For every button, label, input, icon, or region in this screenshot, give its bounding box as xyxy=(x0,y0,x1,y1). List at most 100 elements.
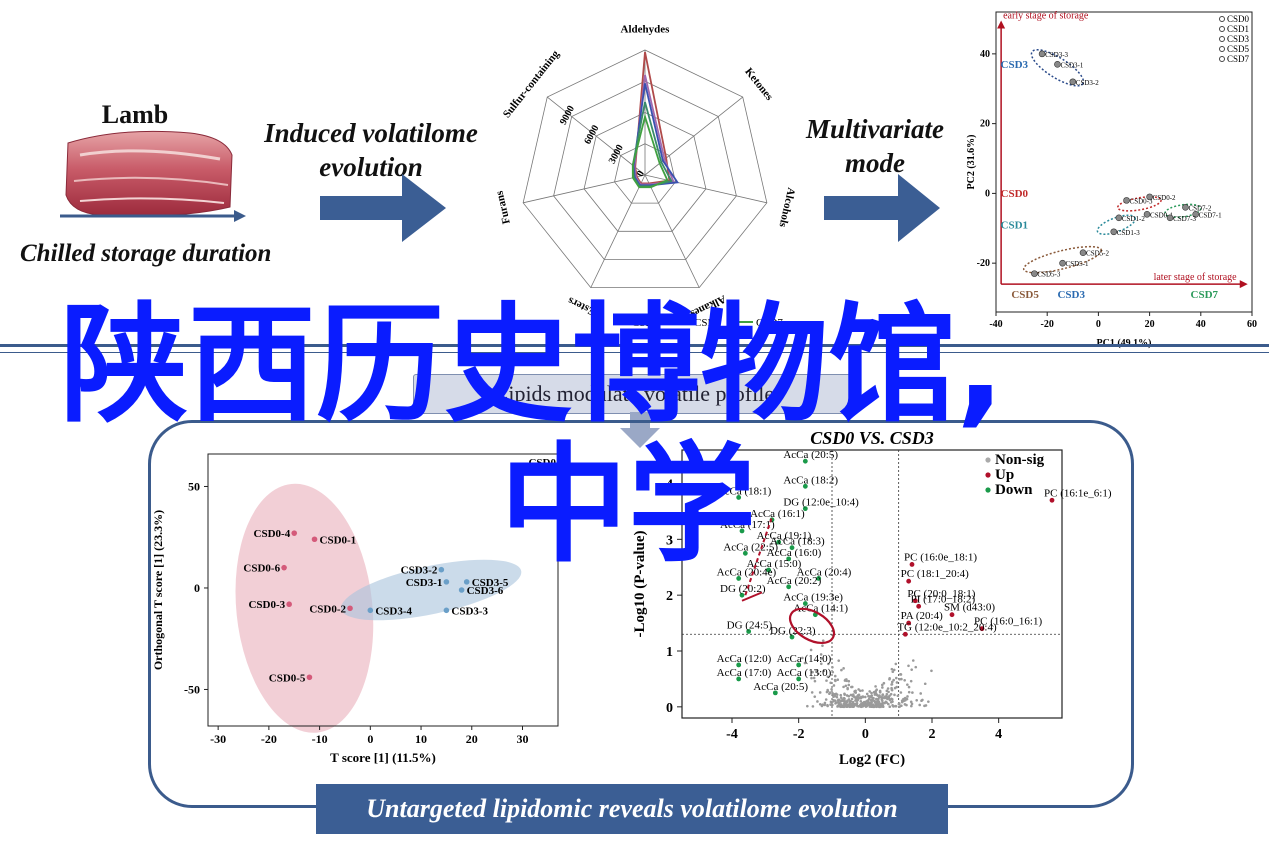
pca-legend-marker xyxy=(1219,36,1225,42)
volcano-down-label: AcCa (12:0) xyxy=(717,653,772,665)
volcano-nonsig-point xyxy=(867,694,870,698)
volcano-nonsig-point xyxy=(821,639,825,642)
volcano-nonsig-point xyxy=(842,685,845,689)
volcano-nonsig-point xyxy=(892,668,896,672)
volcano-nonsig-point xyxy=(803,661,807,665)
radar-legend-label: CSD3 xyxy=(694,317,721,329)
volcano-nonsig-point xyxy=(825,690,829,694)
pca-point-label: CSD3-1 xyxy=(1060,61,1083,69)
volcano-nonsig-point xyxy=(895,681,899,684)
volcano-up-label: SM (d43:0) xyxy=(944,602,995,614)
volcano-nonsig-point xyxy=(819,657,823,660)
volcano-down-label: AcCa (19:1) xyxy=(757,530,812,542)
volcano-down-label: AcCa (14:1) xyxy=(793,603,848,615)
volcano-nonsig-point xyxy=(847,704,850,708)
radar-chart: AldehydesKetonesAlcoholsAlkanesEstersFur… xyxy=(493,24,797,329)
pca-legend-label: CSD5 xyxy=(1227,44,1250,54)
pca-point-label: CSD5-3 xyxy=(1037,271,1060,279)
volcano-nonsig-point xyxy=(846,686,849,690)
pca-x-tick-label: -40 xyxy=(989,319,1002,330)
volcano-nonsig-point xyxy=(849,699,852,703)
volcano-nonsig-point xyxy=(923,682,927,686)
volcano-nonsig-point xyxy=(818,703,822,706)
volcano-nonsig-point xyxy=(826,688,829,692)
pca-point xyxy=(1166,214,1174,222)
opls-y-tick-label: 50 xyxy=(188,479,200,493)
radar-axis-label: Ketones xyxy=(742,66,775,104)
volcano-up-point xyxy=(949,612,955,618)
volcano-nonsig-point xyxy=(896,694,900,698)
volcano-nonsig-point xyxy=(875,688,878,692)
radar-axis-line xyxy=(644,174,767,204)
volcano-nonsig-point xyxy=(904,699,907,702)
volcano-nonsig-point xyxy=(819,662,823,666)
pca-point-label: CSD0-1 xyxy=(1150,211,1173,219)
volcano-nonsig-point xyxy=(894,662,898,666)
pca-ellipse-csd1 xyxy=(1096,214,1137,236)
volcano-nonsig-point xyxy=(812,676,816,680)
pca-arrow-head xyxy=(1239,280,1248,289)
pca-y-tick-label: -20 xyxy=(977,258,990,269)
volcano-nonsig-point xyxy=(829,700,833,704)
volcano-legend-label: Up xyxy=(995,467,1014,483)
volcano-up-point xyxy=(912,598,918,604)
volcano-highlight-line xyxy=(741,591,763,602)
volcano-nonsig-point xyxy=(885,694,888,698)
pca-x-tick-label: 20 xyxy=(1145,319,1155,330)
opls-point xyxy=(291,530,298,536)
volcano-up-point xyxy=(1049,497,1055,503)
opls-ellipse-csd0 xyxy=(235,483,374,733)
volcano-nonsig-point xyxy=(836,705,839,708)
volcano-nonsig-point xyxy=(845,679,848,683)
volcano-nonsig-point xyxy=(873,693,877,696)
pca-point-label: CSD5-1 xyxy=(1066,260,1089,268)
step-multivariate-mode: Multivariate mode xyxy=(790,112,960,180)
volcano-nonsig-point xyxy=(857,693,861,697)
pca-ellipse-csd3 xyxy=(1030,49,1085,87)
radar-axis-label: Sulfur-containing xyxy=(501,48,562,121)
opls-point xyxy=(286,601,292,608)
volcano-down-label: AcCa (19:3e) xyxy=(783,592,843,604)
volcano-nonsig-point xyxy=(813,679,817,683)
pca-point-label: CSD7-1 xyxy=(1199,211,1222,219)
opls-point xyxy=(347,605,353,612)
opls-point-label: CSD0-3 xyxy=(248,599,285,611)
volcano-nonsig-point xyxy=(915,698,918,702)
volcano-down-label: DG (12:0e_10:4) xyxy=(783,497,859,509)
opls-x-tick-label: -10 xyxy=(312,732,328,746)
volcano-nonsig-point xyxy=(833,694,836,698)
volcano-nonsig-point xyxy=(889,692,893,696)
pca-point xyxy=(1110,228,1118,236)
volcano-nonsig-point xyxy=(850,697,854,701)
volcano-nonsig-point xyxy=(842,705,846,709)
pca-group-label: CSD5 xyxy=(1011,289,1039,301)
volcano-down-point xyxy=(739,528,745,534)
volcano-nonsig-point xyxy=(886,697,889,701)
radar-grid-ring xyxy=(583,112,707,232)
opls-point-label: CSD3-5 xyxy=(472,577,509,589)
volcano-nonsig-point xyxy=(894,676,898,680)
volcano-down-label: AcCa (20:5) xyxy=(783,449,838,461)
volcano-nonsig-point xyxy=(839,693,843,697)
volcano-nonsig-point xyxy=(831,670,835,674)
volcano-nonsig-point xyxy=(881,686,884,689)
volcano-nonsig-point xyxy=(830,703,834,707)
pca-point xyxy=(1031,270,1038,277)
pca-annotation-later: later stage of storage xyxy=(1154,272,1238,283)
volcano-down-label: AcCa (20:4e) xyxy=(717,566,777,578)
volcano-nonsig-point xyxy=(888,694,891,698)
volcano-nonsig-point xyxy=(847,683,851,687)
volcano-nonsig-point xyxy=(918,703,922,707)
volcano-nonsig-point xyxy=(900,677,903,681)
pca-point-label: CSD0-3 xyxy=(1130,197,1153,205)
volcano-down-label: DG (22:3) xyxy=(770,625,816,637)
volcano-nonsig-point xyxy=(907,685,911,689)
volcano-nonsig-point xyxy=(834,702,837,705)
volcano-nonsig-point xyxy=(833,674,837,678)
volcano-up-label: PA (20:4) xyxy=(901,610,943,622)
volcano-nonsig-point xyxy=(822,669,826,673)
volcano-nonsig-point xyxy=(888,677,891,680)
volcano-nonsig-point xyxy=(830,687,833,691)
